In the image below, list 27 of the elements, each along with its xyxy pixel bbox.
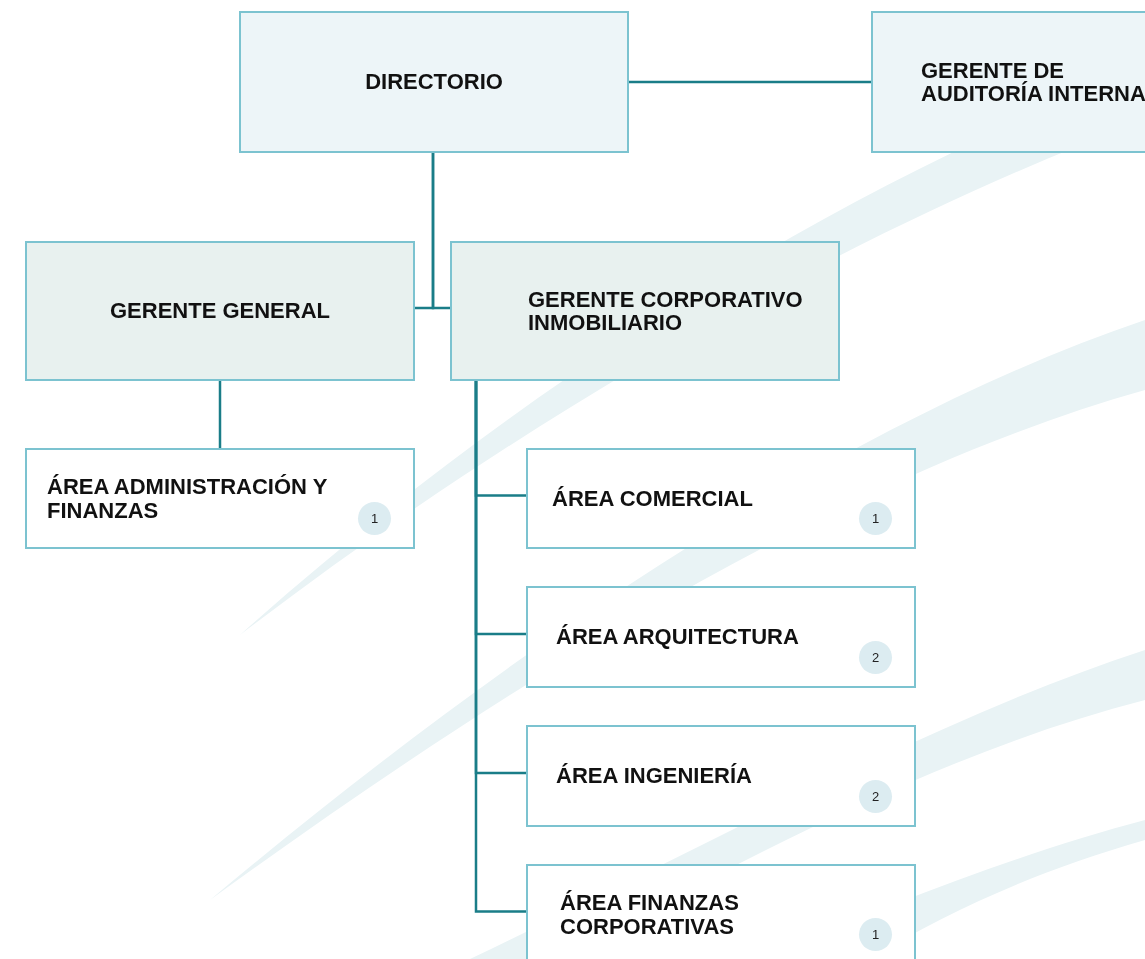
box-title: DIRECTORIO [365,70,503,94]
org-box [526,725,916,827]
number-badge: 2 [859,780,892,813]
box-title: ÁREA ADMINISTRACIÓN Y FINANZAS [47,475,328,522]
connector-line [474,381,526,913]
org-box [871,11,1145,153]
box-title: GERENTE DE AUDITORÍA INTERNA [921,58,1145,106]
box-title: ÁREA FINANZAS CORPORATIVAS [560,891,740,938]
box-title: ÁREA ARQUITECTURA [556,625,799,649]
number-badge: 1 [358,502,391,535]
connector-line [629,80,871,84]
org-box [526,864,916,959]
org-box [239,11,629,153]
connector-line [431,153,450,310]
number-badge: 1 [859,918,892,951]
number-badge: 2 [859,641,892,674]
org-box [526,586,916,688]
box-title: ÁREA COMERCIAL [552,486,753,511]
connector-line [218,381,222,448]
box-title: GERENTE GENERAL [110,299,330,323]
box-title: ÁREA INGENIERÍA [556,764,752,788]
org-box [25,448,415,549]
number-badge: 1 [859,502,892,535]
box-title: GERENTE CORPORATIVO INMOBILIARIO [528,287,804,335]
org-box [526,448,916,549]
org-box [450,241,840,381]
org-box [25,241,415,381]
